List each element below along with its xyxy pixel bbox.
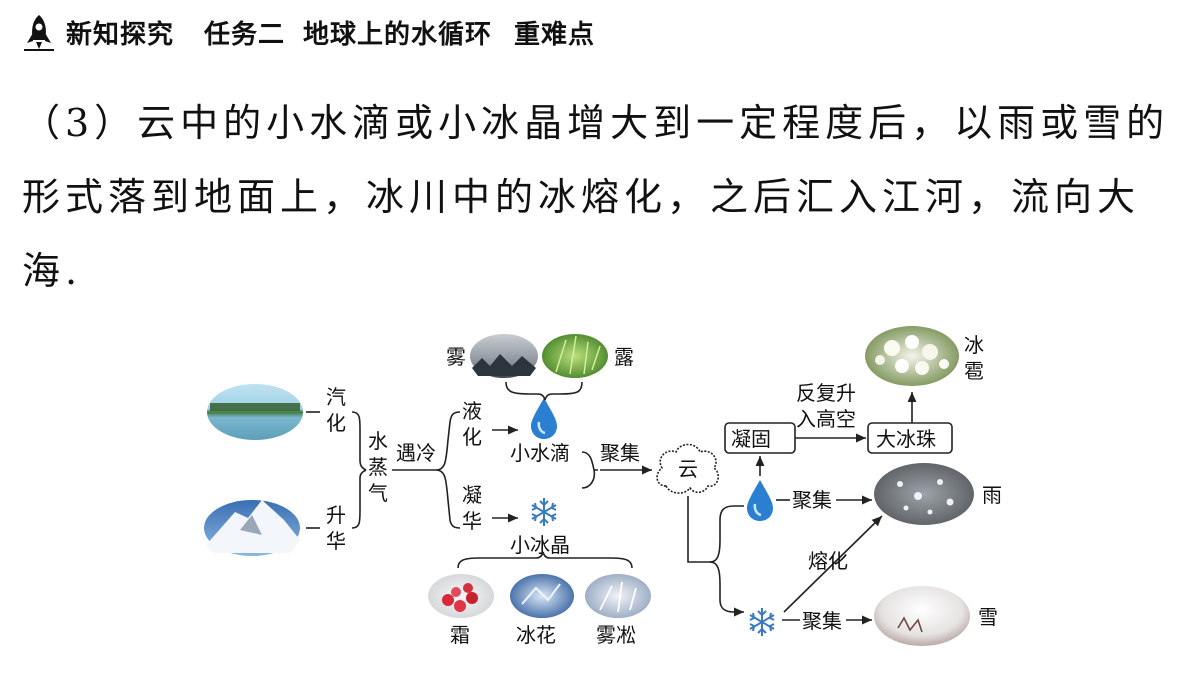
snowflake-icon [531, 497, 557, 527]
rain-label: 雨 [982, 483, 1002, 507]
svg-text:冰: 冰 [964, 333, 984, 357]
lesson-paragraph: （3）云中的小水滴或小冰晶增大到一定程度后，以雨或雪的形式落到地面上，冰川中的冰… [22, 101, 1170, 293]
snow-photo [874, 586, 970, 646]
dew-photo [542, 334, 608, 378]
hail-label: 冰 雹 [964, 333, 984, 383]
svg-text:气: 气 [368, 481, 388, 505]
water-droplet-icon [529, 396, 559, 441]
svg-text:蒸: 蒸 [368, 455, 388, 479]
svg-text:雹: 雹 [964, 359, 984, 383]
water-droplet-label: 小水滴 [510, 441, 570, 465]
rime-photo [585, 574, 651, 618]
rocket-icon [24, 15, 54, 51]
gather-snow-label: 聚集 [802, 609, 842, 633]
topic-title: 地球上的水循环 [303, 19, 493, 50]
task-label: 任务二 [204, 19, 286, 50]
cloud-label: 云 [678, 457, 698, 481]
snow-snowflake-icon [749, 607, 775, 637]
dew-label: 露 [614, 345, 634, 369]
rain-droplet-icon [745, 478, 775, 523]
rain-photo [874, 463, 974, 525]
rise-again-label: 反复升 [796, 381, 856, 405]
ice-crystal-label: 小冰晶 [510, 533, 570, 557]
cloud-icon [656, 443, 720, 494]
liquefaction-label: 液 化 [462, 399, 482, 449]
big-ice-ball-box [867, 422, 953, 454]
svg-text:液: 液 [462, 399, 482, 423]
svg-text:化: 化 [462, 425, 482, 449]
svg-text:化: 化 [326, 411, 346, 435]
melt-label: 熔化 [808, 549, 848, 573]
frost-label: 霜 [450, 623, 470, 647]
ice-flower-photo [510, 574, 574, 618]
ice-flower-label: 冰花 [516, 623, 556, 647]
svg-text:水: 水 [368, 429, 388, 453]
hail-photo [865, 326, 959, 386]
frost-photo [428, 574, 494, 618]
desublimation-label: 凝 华 [462, 483, 482, 533]
fog-label: 雾 [446, 345, 466, 369]
svg-text:凝: 凝 [462, 483, 482, 507]
svg-text:升: 升 [326, 503, 346, 527]
fog-photo [470, 334, 538, 378]
solidify-label: 凝固 [731, 427, 771, 451]
gather-label: 聚集 [600, 441, 640, 465]
gather-rain-label: 聚集 [792, 488, 832, 512]
svg-text:华: 华 [462, 509, 482, 533]
snow-mountain-photo [204, 500, 300, 556]
svg-text:汽: 汽 [326, 385, 346, 409]
into-sky-label: 入高空 [796, 407, 856, 431]
slide-header: 新知探究 任务二 地球上的水循环 重难点 [22, 12, 595, 52]
evaporation-label: 汽 化 [326, 385, 346, 435]
water-vapor-label: 水 蒸 气 [368, 429, 388, 505]
sublimation-label: 升 华 [326, 503, 346, 553]
cooling-label: 遇冷 [396, 441, 436, 465]
section-title: 新知探究 [66, 19, 175, 50]
key-point-tag: 重难点 [514, 19, 596, 50]
big-ice-ball-label: 大冰珠 [876, 427, 936, 451]
snow-label: 雪 [978, 605, 998, 629]
svg-text:华: 华 [326, 529, 346, 553]
lake-photo [207, 384, 303, 440]
rime-label: 雾凇 [596, 623, 636, 647]
